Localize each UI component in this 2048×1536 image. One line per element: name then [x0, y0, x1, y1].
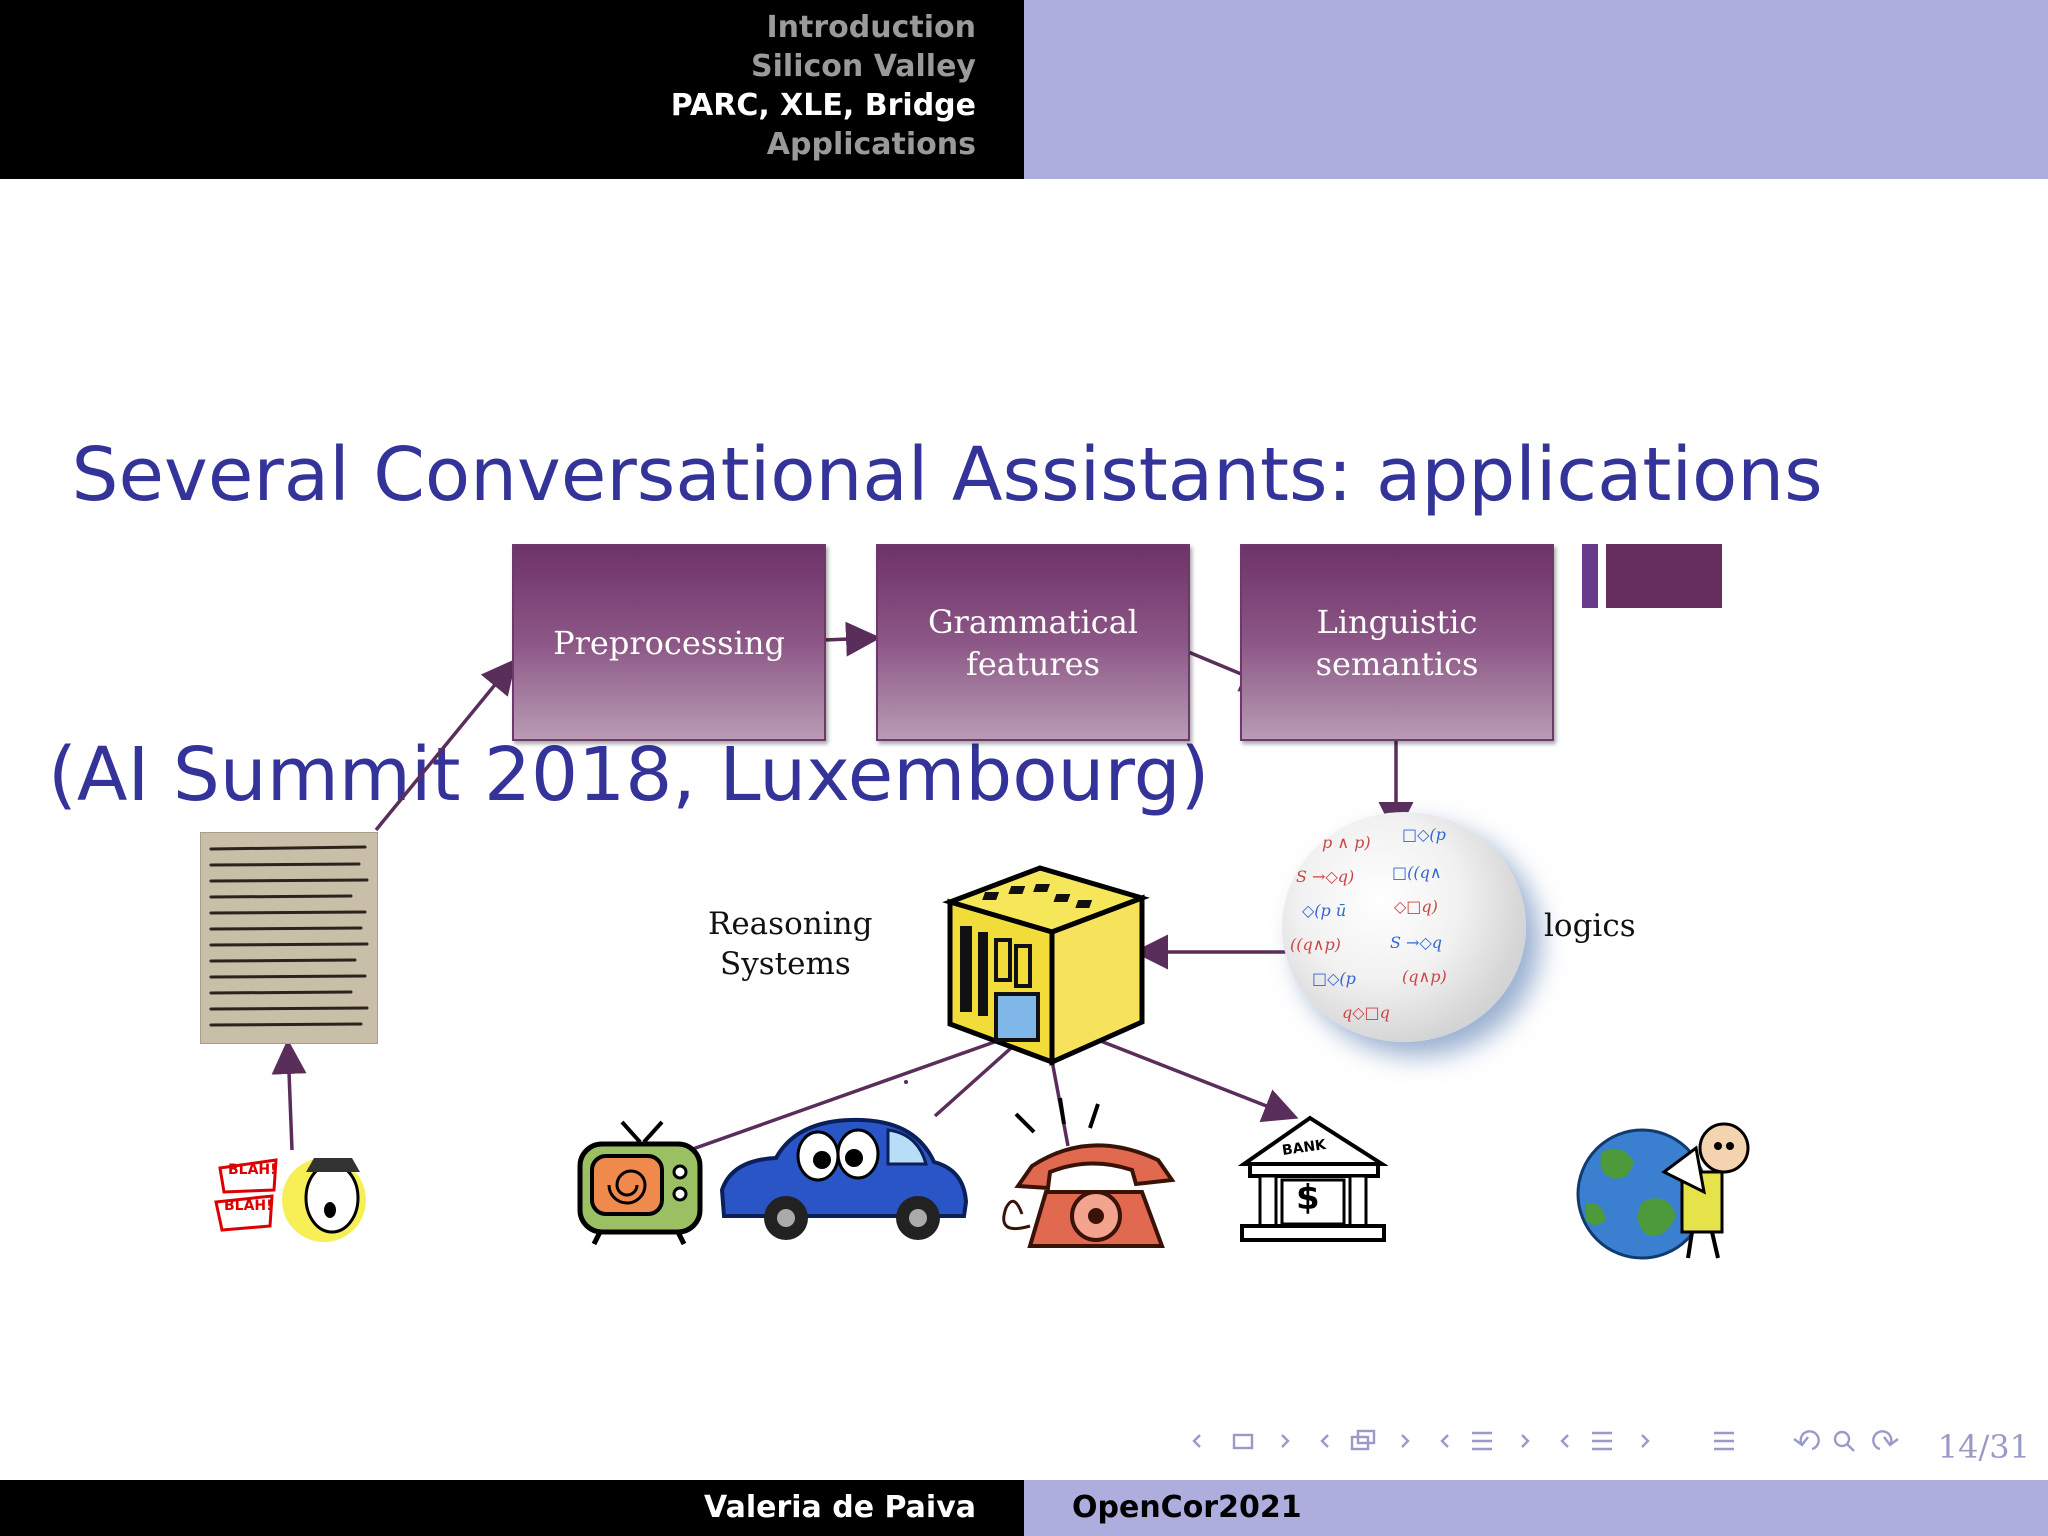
svg-text:p ∧ p): p ∧ p) — [1322, 833, 1371, 852]
header-nav-bar: Introduction Silicon Valley PARC, XLE, B… — [0, 0, 1024, 179]
nav-section-applications[interactable]: Applications — [766, 127, 976, 162]
frame-icon — [1232, 1433, 1254, 1450]
line-reasoning-to-tv — [689, 1038, 1001, 1152]
header-accent-bar — [1024, 0, 2048, 179]
nav-section-introduction[interactable]: Introduction — [766, 10, 976, 45]
blah-text-1: BLAH! — [228, 1162, 277, 1178]
footer-author-bar: Valeria de Paiva — [0, 1480, 1024, 1536]
svg-text:S →◇q): S →◇q) — [1296, 867, 1354, 886]
forward-icon — [1872, 1430, 1899, 1451]
box-linguistic-semantics: Linguistic semantics — [1240, 544, 1554, 741]
beamer-navigation-bar — [1192, 1429, 1899, 1452]
subsection-icon — [1350, 1429, 1376, 1451]
back-icon — [1793, 1430, 1820, 1451]
section-navigation: Introduction Silicon Valley PARC, XLE, B… — [0, 8, 1024, 164]
box-linguistic-label-1: Linguistic — [1316, 602, 1478, 641]
red-telephone-icon — [1002, 1097, 1176, 1248]
dollar-symbol: $ — [1296, 1178, 1320, 1218]
box-grammatical-label-1: Grammatical — [927, 602, 1139, 641]
arrow-speech-to-doc — [271, 1039, 307, 1151]
logics-label: logics — [1544, 908, 1636, 944]
arrow-doc-to-preprocessing — [374, 658, 517, 832]
slide-title: Several Conversational Assistants: appli… — [48, 225, 1823, 925]
prev-subsection-icon — [1320, 1434, 1329, 1448]
retro-tv-icon — [577, 1120, 703, 1246]
reasoning-label-1: Reasoning — [708, 906, 873, 942]
box-linguistic-label-2: semantics — [1315, 644, 1479, 683]
speech-blah-image: BLAH! BLAH! — [214, 1146, 374, 1246]
prev-section-icon — [1440, 1434, 1449, 1448]
search-icon — [1833, 1430, 1855, 1452]
prev-frame-icon — [1192, 1434, 1201, 1448]
arrow-preprocessing-to-grammatical — [823, 621, 881, 657]
svg-text:□◇(p: □◇(p — [1402, 825, 1446, 844]
svg-text:S →◇q: S →◇q — [1390, 933, 1442, 952]
footer-event-bar: OpenCor2021 — [1024, 1480, 2048, 1536]
box-grammatical-label-2: features — [966, 644, 1100, 683]
line-reasoning-to-phone — [1048, 1049, 1070, 1147]
reasoning-systems-label: Reasoning Systems — [708, 904, 872, 984]
next-doc-icon — [1641, 1434, 1650, 1448]
nav-section-silicon-valley[interactable]: Silicon Valley — [751, 49, 976, 84]
prev-doc-icon — [1560, 1434, 1569, 1448]
svg-text:□((q∧: □((q∧ — [1392, 863, 1442, 882]
accent-bar-thin — [1582, 544, 1598, 608]
accent-bar-thick — [1606, 544, 1722, 608]
logics-sphere-image: p ∧ p) □◇(p S →◇q) □((q∧ ◇(p ū ◇□q) ((q∧p) S… — [1282, 812, 1526, 1042]
footer-author: Valeria de Paiva — [704, 1490, 976, 1525]
svg-text:((q∧p): ((q∧p) — [1290, 935, 1341, 954]
next-frame-icon — [1281, 1434, 1290, 1448]
section-icon — [1472, 1431, 1492, 1451]
next-subsection-icon — [1401, 1434, 1410, 1448]
svg-text:◇□q): ◇□q) — [1394, 897, 1438, 916]
blue-car-icon — [719, 1117, 969, 1240]
reasoning-cube-icon — [942, 865, 1150, 1066]
formula-pattern-icon: p ∧ p) □◇(p S →◇q) □((q∧ ◇(p ū ◇□q) ((q∧p) S… — [1290, 825, 1447, 1022]
next-section-icon — [1521, 1434, 1530, 1448]
slide-title-line-2: (AI Summit 2018, Luxembourg) — [48, 732, 1210, 818]
bank-building-icon — [1238, 1115, 1388, 1242]
box-grammatical-features: Grammatical features — [876, 544, 1190, 741]
nav-section-parc-xle-bridge[interactable]: PARC, XLE, Bridge — [670, 88, 976, 123]
box-preprocessing: Preprocessing — [512, 544, 826, 741]
globe-reader-icon — [1576, 1122, 1750, 1260]
talking-spy-icon — [214, 1158, 366, 1242]
page-number: 14/31 — [1937, 1428, 2030, 1466]
blah-text-2: BLAH! — [224, 1198, 273, 1214]
svg-text:q◇□q: q◇□q — [1342, 1003, 1390, 1022]
arrow-reasoning-to-bank — [1097, 1038, 1299, 1123]
reasoning-label-2: Systems — [720, 946, 851, 982]
manuscript-script-icon — [209, 845, 369, 1027]
slide-title-line-1: Several Conversational Assistants: appli… — [48, 432, 1823, 518]
manuscript-document-image — [200, 832, 378, 1044]
line-reasoning-to-car — [933, 1038, 1022, 1118]
svg-text:□◇(p: □◇(p — [1312, 969, 1356, 988]
doc-icon — [1592, 1431, 1612, 1451]
svg-text:◇(p ū: ◇(p ū — [1302, 901, 1346, 920]
footer-event: OpenCor2021 — [1072, 1490, 1302, 1525]
box-preprocessing-label: Preprocessing — [553, 623, 785, 662]
svg-text:(q∧p): (q∧p) — [1402, 967, 1447, 986]
outline-icon — [1714, 1431, 1734, 1451]
